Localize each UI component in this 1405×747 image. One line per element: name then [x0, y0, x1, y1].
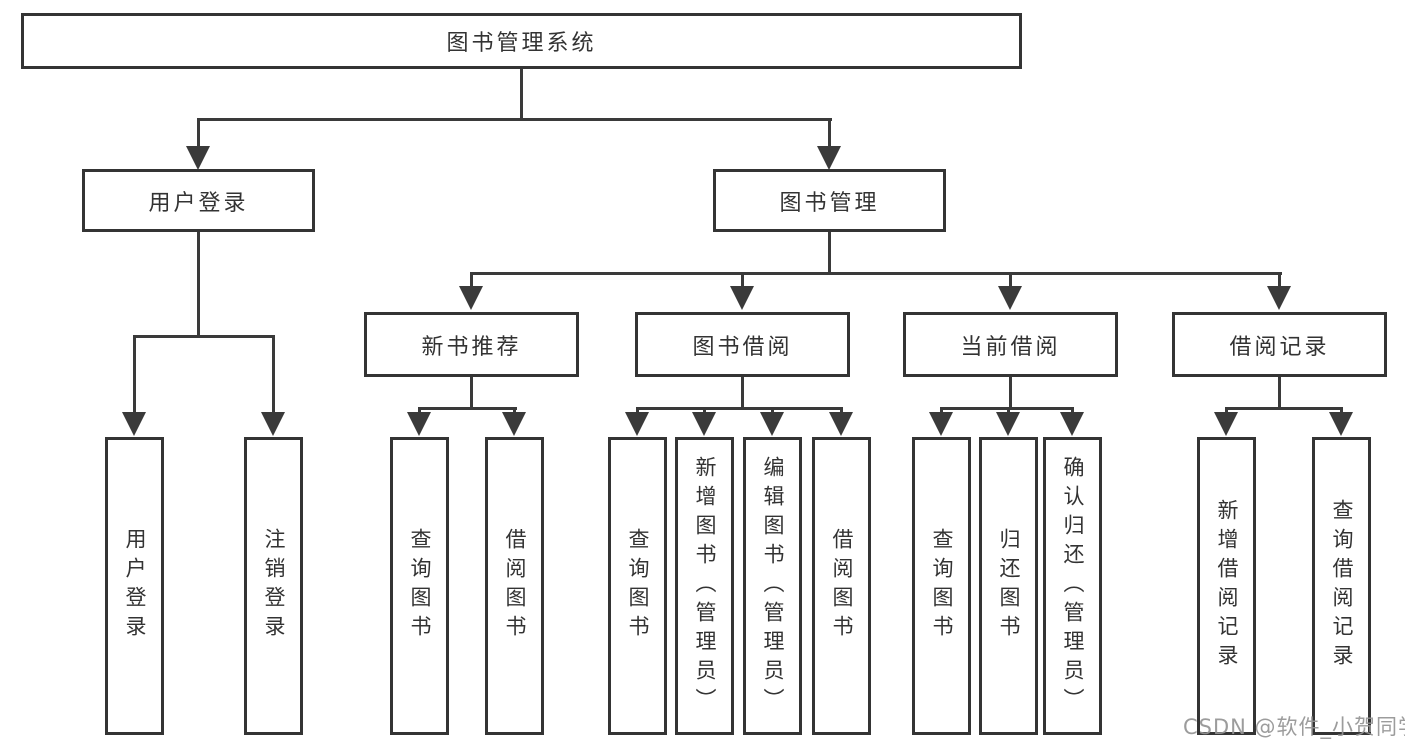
arrow-down-icon [459, 286, 483, 310]
connector-vline [1009, 272, 1012, 289]
connector-hline [418, 407, 517, 410]
connector-vline [133, 335, 136, 414]
node-label: 查询图书 [626, 528, 650, 644]
connector-vline [197, 232, 200, 338]
connector-vline [840, 407, 843, 414]
node-label: 借阅图书 [830, 528, 854, 644]
node-label: 用户登录 [123, 528, 147, 644]
node-label: 编辑图书（管理员） [761, 455, 785, 717]
node-label: 查询图书 [408, 528, 432, 644]
connector-vline [272, 335, 275, 414]
connector-vline [513, 407, 516, 414]
arrow-down-icon [1214, 412, 1238, 436]
node-book-borrow: 图书借阅 [635, 312, 850, 377]
arrow-down-icon [760, 412, 784, 436]
connector-vline [197, 118, 200, 149]
connector-vline [470, 272, 473, 289]
leaf-logout: 注销登录 [244, 437, 303, 735]
leaf-borrow-books: 借阅图书 [812, 437, 871, 735]
node-label: 借阅记录 [1229, 334, 1330, 360]
connector-vline [1009, 377, 1012, 410]
leaf-user-login: 用户登录 [105, 437, 164, 735]
arrow-down-icon [1329, 412, 1353, 436]
connector-vline [1278, 272, 1281, 289]
node-label: 图书管理 [779, 190, 880, 216]
node-borrow-records: 借阅记录 [1172, 312, 1387, 377]
connector-vline [1225, 407, 1228, 414]
arrow-down-icon [692, 412, 716, 436]
node-label: 新书推荐 [421, 334, 522, 360]
node-label: 新增图书（管理员） [693, 455, 717, 717]
leaf-edit-books-admin: 编辑图书（管理员） [743, 437, 802, 735]
arrow-down-icon [730, 286, 754, 310]
node-label: 当前借阅 [960, 334, 1061, 360]
node-label: 注销登录 [262, 528, 286, 644]
leaf-confirm-return-admin: 确认归还（管理员） [1043, 437, 1102, 735]
csdn-watermark: CSDN @软件_小贺同学 [1183, 715, 1405, 739]
node-current-borrow: 当前借阅 [903, 312, 1118, 377]
connector-vline [741, 377, 744, 410]
connector-vline [636, 407, 639, 414]
arrow-down-icon [817, 146, 841, 170]
arrow-down-icon [996, 412, 1020, 436]
node-label: 图书管理系统 [446, 31, 597, 56]
connector-vline [1340, 407, 1343, 414]
connector-vline [1071, 407, 1074, 414]
connector-vline [520, 69, 523, 121]
node-label: 用户登录 [148, 190, 249, 216]
node-label: 新增借阅记录 [1215, 499, 1239, 673]
arrow-down-icon [261, 412, 285, 436]
connector-vline [703, 407, 706, 414]
connector-vline [1278, 377, 1281, 410]
arrow-down-icon [625, 412, 649, 436]
connector-hline [197, 118, 832, 121]
arrow-down-icon [1060, 412, 1084, 436]
connector-vline [470, 377, 473, 410]
leaf-query-borrow-record: 查询借阅记录 [1312, 437, 1371, 735]
node-label: 图书借阅 [692, 334, 793, 360]
arrow-down-icon [998, 286, 1022, 310]
leaf-return-books: 归还图书 [979, 437, 1038, 735]
connector-hline [636, 407, 843, 410]
connector-hline [1225, 407, 1343, 410]
leaf-query-books-recommend: 查询图书 [390, 437, 449, 735]
node-label: 确认归还（管理员） [1061, 455, 1085, 717]
arrow-down-icon [929, 412, 953, 436]
connector-vline [418, 407, 421, 414]
connector-hline [470, 272, 1282, 275]
node-library-system: 图书管理系统 [21, 13, 1022, 69]
node-new-book-recommend: 新书推荐 [364, 312, 579, 377]
connector-vline [828, 118, 831, 149]
arrow-down-icon [407, 412, 431, 436]
arrow-down-icon [1267, 286, 1291, 310]
connector-vline [771, 407, 774, 414]
connector-hline [133, 335, 275, 338]
arrow-down-icon [186, 146, 210, 170]
leaf-query-books-current: 查询图书 [912, 437, 971, 735]
node-label: 借阅图书 [503, 528, 527, 644]
leaf-add-borrow-record: 新增借阅记录 [1197, 437, 1256, 735]
connector-vline [1007, 407, 1010, 414]
connector-vline [940, 407, 943, 414]
node-book-management: 图书管理 [713, 169, 946, 232]
leaf-query-books-borrow: 查询图书 [608, 437, 667, 735]
leaf-add-books-admin: 新增图书（管理员） [675, 437, 734, 735]
node-label: 归还图书 [997, 528, 1021, 644]
arrow-down-icon [829, 412, 853, 436]
arrow-down-icon [122, 412, 146, 436]
connector-vline [828, 232, 831, 275]
node-user-login-branch: 用户登录 [82, 169, 315, 232]
leaf-borrow-books-recommend: 借阅图书 [485, 437, 544, 735]
node-label: 查询图书 [930, 528, 954, 644]
arrow-down-icon [502, 412, 526, 436]
connector-vline [741, 272, 744, 289]
node-label: 查询借阅记录 [1330, 499, 1354, 673]
